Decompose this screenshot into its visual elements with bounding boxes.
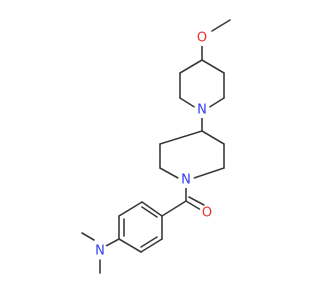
- atom-methoxy-oxygen: O: [194, 30, 210, 46]
- bond-upper-ring-6: [179, 59, 203, 74]
- bond-lower-ring-1: [201, 130, 225, 145]
- carbonyl-oxygen-label: O: [202, 206, 212, 221]
- bond-benzene-2: [118, 201, 143, 217]
- upper-piperidine-nitrogen-label: N: [197, 103, 207, 118]
- bond-benzene-4: [118, 238, 142, 253]
- structure-diagram: O N N O N: [81, 19, 231, 274]
- bond-benzene-5: [140, 238, 163, 253]
- atom-carbonyl-oxygen: O: [199, 205, 215, 221]
- atom-dimethylamino-nitrogen: N: [92, 243, 108, 259]
- bond-upper-ring-1: [201, 59, 225, 74]
- bond-lower-ring-6: [159, 130, 203, 145]
- dimethylamino-nitrogen-label: N: [95, 244, 105, 259]
- bond-lower-ring-4: [159, 167, 179, 179]
- bond-carbonyl-double-b: [188, 196, 205, 206]
- atom-lower-piperidine-nitrogen: N: [178, 172, 194, 188]
- bond-lower-ring-3: [193, 167, 225, 179]
- molecule-canvas: O N N O N: [81, 19, 231, 274]
- bond-upper-ring-3: [207, 97, 225, 109]
- atom-upper-piperidine-nitrogen: N: [194, 102, 210, 118]
- bond-methyl-oxygen: [211, 19, 231, 32]
- bond-carbonyl-aryl: [161, 200, 187, 217]
- bond-amine-methyl-up: [81, 232, 95, 241]
- bond-benzene-1-inner: [141, 206, 158, 218]
- bond-aryl-amine: [105, 238, 120, 247]
- bond-benzene-5-inner: [140, 236, 158, 248]
- bond-carbonyl-double-a: [185, 200, 202, 211]
- bond-upper-ring-4: [179, 97, 197, 109]
- methoxy-oxygen-label: O: [197, 31, 207, 46]
- lower-piperidine-nitrogen-label: N: [181, 173, 191, 188]
- bond-benzene-1: [141, 201, 163, 217]
